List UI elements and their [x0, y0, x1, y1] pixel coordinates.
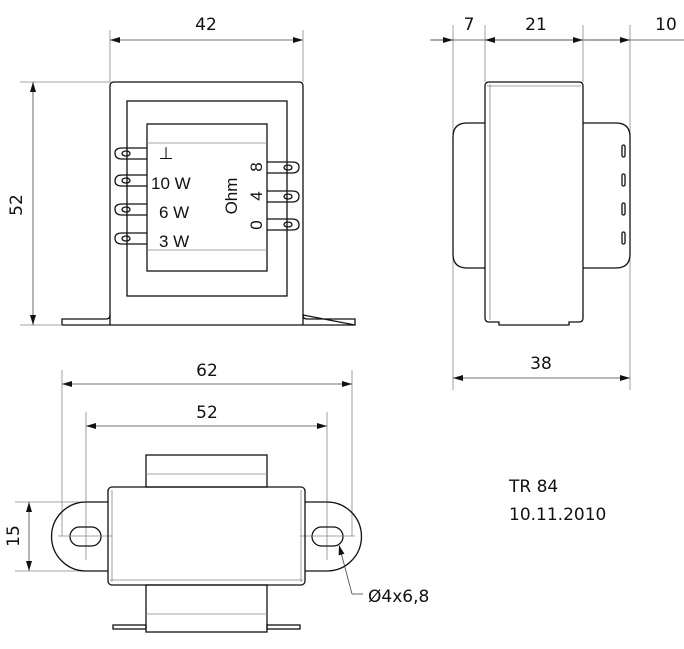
dim-holes-label: 52: [196, 403, 218, 423]
top-body: [107, 486, 306, 586]
hole-size-label: Ø4x6,8: [368, 587, 429, 607]
ohm-label: Ohm: [222, 178, 241, 215]
leader-line: [338, 544, 353, 595]
title-block: TR 84 10.11.2010: [508, 477, 606, 525]
ohm-tap-8: 8: [247, 162, 266, 171]
dim-height-label: 52: [7, 194, 27, 216]
dim-outer-label: 62: [196, 361, 218, 381]
dim-middle-label: 21: [525, 15, 547, 35]
left-ear: [50, 501, 108, 572]
side-view: 7 21 10 38: [430, 15, 684, 390]
part-number: TR 84: [508, 477, 558, 497]
left-slot: [69, 526, 102, 547]
dim-left-label: 7: [464, 15, 475, 35]
top-view: 62 52 15 Ø4x6,8: [4, 361, 429, 633]
dim-width-label: 42: [195, 15, 217, 35]
dim-total-label: 38: [530, 354, 552, 374]
bottom-core: [145, 584, 268, 633]
top-core: [145, 454, 268, 488]
right-ear: [305, 501, 363, 572]
front-view: 42 52 ⊥ 10 W: [7, 15, 356, 326]
frame-outline: [109, 81, 304, 318]
ground-symbol: ⊥: [159, 144, 174, 163]
tap-label-10w: 10 W: [151, 174, 191, 193]
tap-label-6w: 6 W: [159, 203, 189, 222]
coil-window: [146, 123, 268, 272]
drawing-date: 10.11.2010: [509, 505, 606, 525]
ohm-tap-4: 4: [247, 191, 266, 200]
dim-depth-label: 15: [4, 525, 24, 547]
right-terminals: [267, 161, 300, 231]
tap-label-3w: 3 W: [159, 232, 189, 251]
right-slot: [311, 526, 344, 547]
left-core-bulge: [452, 122, 485, 269]
mounting-feet: [61, 314, 356, 326]
side-body: [484, 81, 584, 326]
ohm-tap-0: 0: [247, 220, 266, 229]
right-core-bulge: [583, 122, 631, 269]
dim-right-label: 10: [655, 15, 677, 35]
left-terminals: [114, 147, 147, 245]
